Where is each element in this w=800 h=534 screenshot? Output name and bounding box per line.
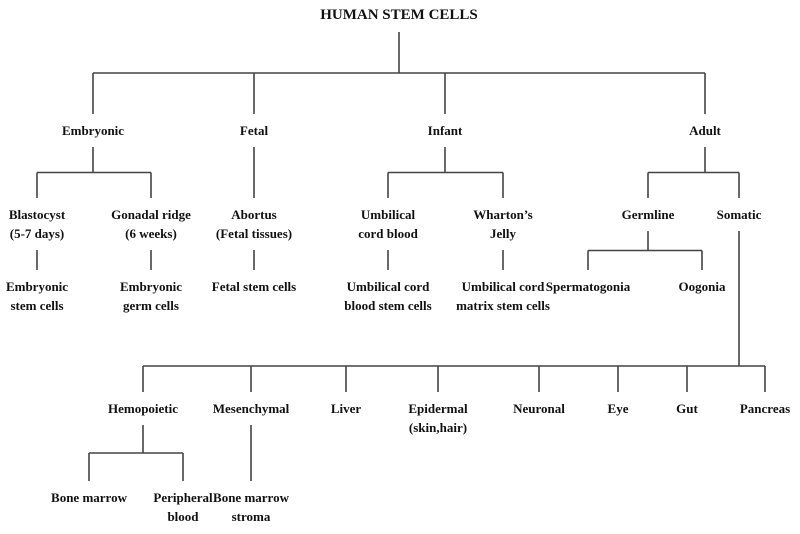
node-eye: Eye <box>608 399 629 418</box>
node-label-line: Peripheral <box>153 490 213 505</box>
node-label-line: Gut <box>676 401 698 416</box>
node-gonadal-ridge: Gonadal ridge (6 weeks) <box>111 205 191 243</box>
node-label-line: Wharton’s <box>473 207 533 222</box>
node-label-line: Embryonic <box>61 123 125 138</box>
node-umbilical-cord-blood-stem-cells: Umbilical cord blood stem cells <box>344 277 431 315</box>
node-neuronal: Neuronal <box>513 399 565 418</box>
node-label-line: Umbilical cord <box>461 279 545 294</box>
node-peripheral-blood: Peripheral blood <box>153 488 212 526</box>
node-embryonic-germ-cells: Embryonic germ cells <box>120 277 182 315</box>
node-label-line: (skin,hair) <box>408 420 468 435</box>
node-label-line: Germline <box>621 207 675 222</box>
node-pancreas: Pancreas <box>740 399 790 418</box>
node-label-line: Bone marrow <box>213 490 289 505</box>
node-germline: Germline <box>622 205 675 224</box>
node-label-line: Eye <box>607 401 629 416</box>
node-bone-marrow: Bone marrow <box>51 488 127 507</box>
node-umbilical-cord-matrix-stem-cells: Umbilical cord matrix stem cells <box>456 277 550 315</box>
node-label-line: (6 weeks) <box>125 226 177 241</box>
node-label-line: Fetal <box>239 123 269 138</box>
node-label-line: Fetal stem cells <box>211 279 297 294</box>
node-somatic: Somatic <box>717 205 762 224</box>
node-label-line: Mesenchymal <box>212 401 290 416</box>
node-label-line: germ cells <box>123 298 179 313</box>
node-label-line: Oogonia <box>678 279 726 294</box>
node-label-line: stroma <box>231 509 271 524</box>
node-spermatogonia: Spermatogonia <box>546 277 631 296</box>
node-label-line: (5-7 days) <box>9 226 65 241</box>
node-label-line: matrix stem cells <box>456 298 550 313</box>
node-label-line: HUMAN STEM CELLS <box>320 7 478 23</box>
node-label-line: Gonadal ridge <box>111 207 191 222</box>
node-liver: Liver <box>331 399 361 418</box>
node-label-line: blood stem cells <box>344 298 432 313</box>
node-label-line: Bone marrow <box>51 490 127 505</box>
node-mesenchymal: Mesenchymal <box>213 399 290 418</box>
node-infant: Infant <box>428 121 463 140</box>
node-label-line: blood <box>167 509 199 524</box>
node-adult: Adult <box>689 121 721 140</box>
node-label-line: Umbilical cord <box>346 279 430 294</box>
node-blastocyst: Blastocyst (5-7 days) <box>9 205 65 243</box>
node-label-line: Embryonic <box>119 279 183 294</box>
node-fetal: Fetal <box>240 121 268 140</box>
node-label-line: Somatic <box>716 207 762 222</box>
node-label-line: Embryonic <box>5 279 69 294</box>
node-embryonic: Embryonic <box>62 121 124 140</box>
node-gut: Gut <box>676 399 698 418</box>
node-label-line: Epidermal <box>408 401 468 416</box>
node-hemopoietic: Hemopoietic <box>108 399 178 418</box>
node-fetal-stem-cells: Fetal stem cells <box>212 277 296 296</box>
node-umbilical-cord-blood: Umbilical cord blood <box>358 205 418 243</box>
node-label-line: Pancreas <box>739 401 791 416</box>
node-bone-marrow-stroma: Bone marrow stroma <box>213 488 289 526</box>
node-oogonia: Oogonia <box>679 277 726 296</box>
node-label-line: Abortus <box>231 207 277 222</box>
node-embryonic-stem-cells: Embryonic stem cells <box>6 277 68 315</box>
node-label-line: Hemopoietic <box>107 401 179 416</box>
node-label-line: Blastocyst <box>8 207 66 222</box>
node-abortus: Abortus (Fetal tissues) <box>216 205 292 243</box>
node-label-line: Umbilical <box>360 207 416 222</box>
node-label-line: Adult <box>689 123 721 138</box>
node-label-line: (Fetal tissues) <box>215 226 293 241</box>
node-label-line: Liver <box>330 401 362 416</box>
node-label-line: Neuronal <box>513 401 565 416</box>
node-label-line: Jelly <box>490 226 516 241</box>
node-label-line: Spermatogonia <box>545 279 631 294</box>
node-label-line: cord blood <box>358 226 418 241</box>
node-root-title: HUMAN STEM CELLS <box>320 6 478 25</box>
node-label-line: Infant <box>427 123 463 138</box>
node-epidermal: Epidermal (skin,hair) <box>408 399 467 437</box>
node-label-line: stem cells <box>10 298 64 313</box>
